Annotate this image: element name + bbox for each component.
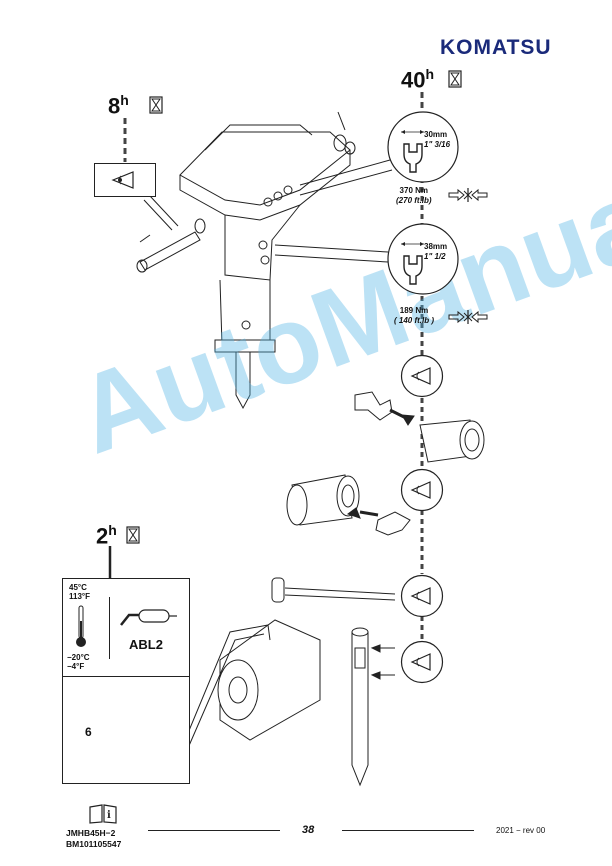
interval-value: 2 — [96, 523, 109, 549]
temp-high: 45°C 113°F — [69, 583, 90, 601]
revision-label: 2021 − rev 00 — [496, 826, 546, 835]
interval-40h: 40h — [401, 66, 434, 93]
interval-2h: 2h — [96, 522, 117, 549]
inspection-eye-circle-4 — [400, 640, 444, 684]
torque-value-1: 370 Nm (270 ft.lb) — [396, 186, 432, 206]
eye-icon — [410, 367, 431, 385]
grease-gun-icon — [120, 609, 177, 626]
hourglass-icon — [149, 96, 163, 114]
temp-low-c: −20°C — [67, 653, 90, 662]
wrench-size-2: 38mm 1" 1/2 — [424, 242, 447, 262]
temp-low-f: −4°F — [67, 662, 85, 671]
torque-arrows-icon — [448, 310, 488, 324]
torque-imperial: (270 ft.lb) — [396, 196, 432, 205]
wrench-imperial: 1" 1/2 — [424, 252, 446, 261]
eye-icon — [410, 481, 431, 499]
interval-unit: h — [120, 92, 129, 108]
grease-type-label: ABL2 — [129, 637, 163, 652]
wrench-imperial: 1" 3/16 — [424, 140, 451, 149]
eye-icon — [410, 653, 431, 671]
footer-document-id: JMHB45H−2 BM101105547 — [66, 828, 121, 850]
inspection-eye-circle-2 — [400, 468, 444, 512]
torque-metric: 370 Nm — [399, 186, 429, 195]
temp-low: −20°C −4°F — [67, 653, 90, 671]
interval-value: 40 — [401, 67, 426, 93]
wrench-icon — [403, 255, 423, 285]
wrench-metric: 38mm — [424, 242, 448, 251]
torque-imperial: ( 140 ft.lb ) — [394, 316, 435, 325]
doc-number: BM101105547 — [66, 839, 122, 849]
grease-spec-box: 45°C 113°F −20°C −4°F ABL2 — [62, 578, 190, 678]
torque-metric: 189 Nm — [399, 306, 429, 315]
eye-icon — [111, 171, 134, 189]
interval-8h: 8h — [108, 92, 129, 119]
wrench-size-1: 30mm 1" 3/16 — [424, 130, 450, 150]
thermometer-icon — [76, 605, 86, 647]
temp-high-f: 113°F — [69, 592, 90, 601]
lubrication-box: 6 — [62, 676, 190, 784]
inspection-eye-circle-3 — [400, 574, 444, 618]
torque-value-2: 189 Nm ( 140 ft.lb ) — [394, 306, 434, 326]
footer-rule-left — [148, 830, 280, 831]
interval-unit: h — [425, 66, 435, 82]
footer-rule-right — [342, 830, 474, 831]
interval-unit: h — [108, 522, 117, 538]
wrench-circle-1 — [387, 111, 459, 183]
torque-arrows-icon — [448, 188, 488, 202]
svg-text:i: i — [107, 810, 111, 821]
page-number: 38 — [302, 824, 315, 836]
spec-divider — [109, 597, 110, 659]
wrench-circle-2 — [387, 223, 459, 295]
hourglass-icon — [126, 526, 140, 544]
brand-logo: KOMATSU — [440, 36, 552, 59]
temp-high-c: 45°C — [69, 583, 87, 592]
eye-icon — [410, 587, 431, 605]
visual-inspection-box — [94, 163, 156, 197]
grease-stroke-count: 6 — [85, 725, 92, 739]
wrench-icon — [403, 143, 423, 173]
interval-value: 8 — [108, 93, 121, 119]
book-info-icon: i — [89, 804, 117, 824]
doc-code: JMHB45H−2 — [66, 828, 116, 838]
wrench-metric: 30mm — [424, 130, 448, 139]
hourglass-icon — [448, 70, 462, 88]
inspection-eye-circle-1 — [400, 354, 444, 398]
